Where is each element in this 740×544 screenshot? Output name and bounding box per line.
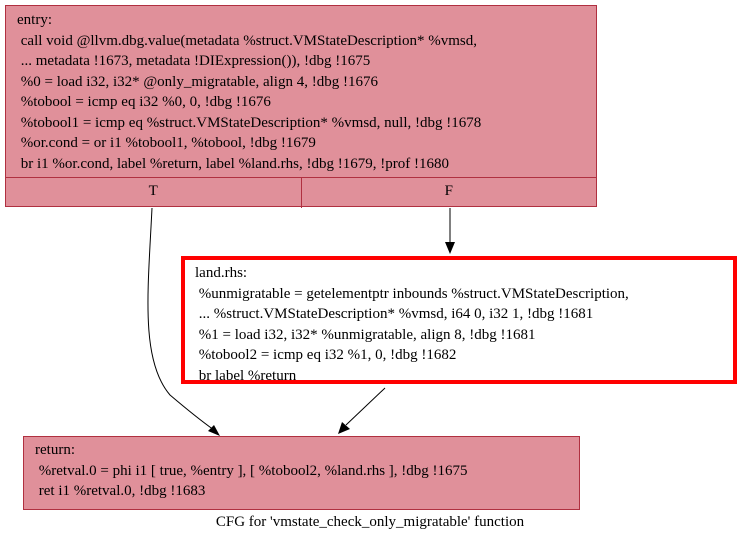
graph-caption: CFG for 'vmstate_check_only_migratable' …: [215, 514, 525, 530]
branch-ports: T F: [6, 177, 596, 208]
code-line: ... %struct.VMStateDescription* %vmsd, i…: [195, 306, 594, 322]
basic-block-return[interactable]: return: %retval.0 = phi i1 [ true, %entr…: [23, 436, 580, 510]
edge-landrhs-arrowhead: [338, 422, 350, 434]
code-line: ret i1 %retval.0, !dbg !1683: [35, 483, 206, 499]
code-line: call void @llvm.dbg.value(metadata %stru…: [17, 32, 477, 49]
code-line: return:: [35, 442, 75, 458]
code-line: ... metadata !1673, metadata !DIExpressi…: [17, 53, 371, 69]
code-line: br label %return: [195, 367, 297, 384]
port-true[interactable]: T: [148, 183, 158, 199]
edge-entry-false-arrowhead: [445, 242, 455, 254]
code-line: %1 = load i32, i32* %unmigratable, align…: [195, 326, 536, 343]
code-line: %or.cond = or i1 %tobool1, %tobool, !dbg…: [17, 135, 316, 151]
code-line: %tobool = icmp eq i32 %0, 0, !dbg !1676: [17, 94, 271, 110]
code-line: %unmigratable = getelementptr inbounds %…: [195, 285, 629, 302]
port-false[interactable]: F: [300, 178, 597, 208]
edge-landrhs-to-return: [345, 387, 386, 426]
edge-entry-true-arrowhead: [208, 425, 220, 436]
code-line: %tobool1 = icmp eq %struct.VMStateDescri…: [17, 114, 482, 131]
edge-entry-true-to-return: [147, 207, 215, 431]
land-rhs-code: land.rhs: %unmigratable = getelementptr …: [185, 260, 733, 386]
basic-block-entry[interactable]: entry: call void @llvm.dbg.value(metadat…: [5, 5, 597, 208]
basic-block-land-rhs[interactable]: land.rhs: %unmigratable = getelementptr …: [181, 256, 737, 384]
code-line: %tobool2 = icmp eq i32 %1, 0, !dbg !1682: [195, 347, 457, 363]
code-line: entry:: [17, 12, 52, 28]
entry-code: entry: call void @llvm.dbg.value(metadat…: [6, 6, 596, 177]
code-line: %retval.0 = phi i1 [ true, %entry ], [ %…: [35, 462, 468, 479]
code-line: land.rhs:: [195, 265, 248, 281]
code-line: %0 = load i32, i32* @only_migratable, al…: [17, 73, 378, 90]
return-code: return: %retval.0 = phi i1 [ true, %entr…: [24, 437, 579, 502]
code-line: br i1 %or.cond, label %return, label %la…: [17, 155, 449, 172]
